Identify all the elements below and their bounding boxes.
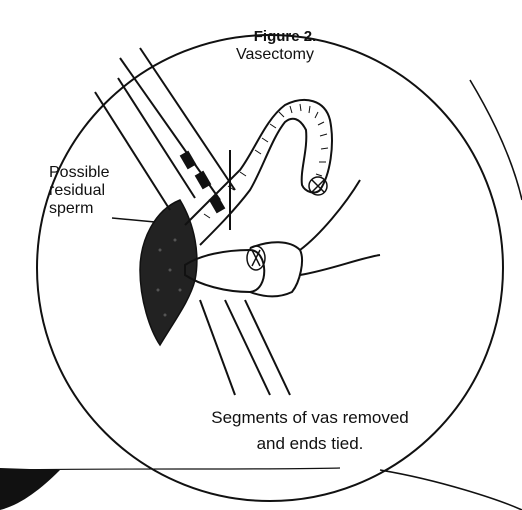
magnifier-circle	[37, 35, 503, 501]
label-leader-line	[112, 218, 155, 222]
cut-mark-1	[180, 151, 197, 170]
instrument-left-upper-2	[118, 78, 195, 198]
caption-line-1: Segments of vas removed	[160, 408, 460, 428]
residual-label-line-2: residual	[49, 182, 109, 200]
page-curve-bottom	[380, 470, 522, 510]
residual-sperm-label: Possible residual sperm	[49, 164, 109, 218]
caption-line-2: and ends tied.	[160, 434, 460, 454]
residual-label-line-3: sperm	[49, 200, 109, 218]
forceps-lower-3	[200, 300, 235, 395]
figure-number: Figure 2.	[200, 28, 370, 45]
figure-title: Vasectomy	[190, 46, 360, 64]
vas-tube-outer	[185, 100, 332, 245]
dark-corner-shape	[0, 468, 60, 510]
forceps-lower-2	[245, 300, 290, 395]
forceps-lower-1	[225, 300, 270, 395]
residual-label-line-1: Possible	[49, 164, 109, 182]
skin-line	[300, 255, 380, 275]
skin-line-2	[300, 180, 360, 250]
cut-mark-2	[195, 171, 212, 190]
page-curve-right	[470, 80, 522, 200]
cut-mark-3	[209, 195, 226, 214]
